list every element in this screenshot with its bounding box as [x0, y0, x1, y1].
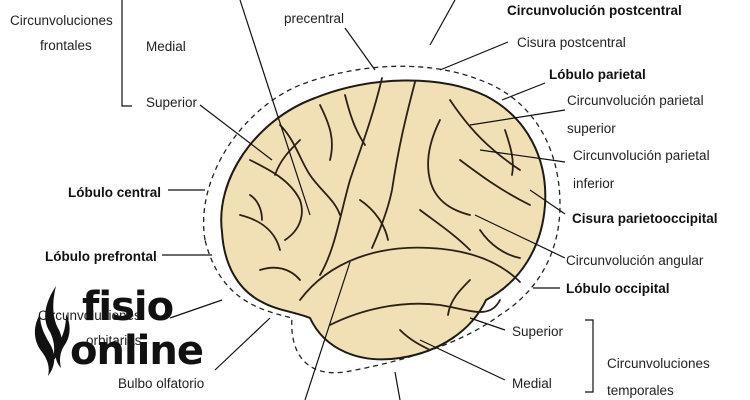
label-lobulo-occipital: Lóbulo occipital — [566, 281, 670, 296]
label-circunvolucion-parietal-superior-1: Circunvolución parietal — [567, 93, 704, 108]
logo-word-online: online — [70, 328, 204, 374]
label-cisura-postcentral: Cisura postcentral — [517, 35, 626, 50]
label-circunvoluciones-temporales-2: temporales — [607, 383, 674, 398]
label-circunvolucion-postcentral: Circunvolución postcentral — [507, 3, 682, 18]
fisio-online-logo: fisio online — [26, 284, 236, 384]
label-lobulo-parietal: Lóbulo parietal — [549, 67, 646, 82]
brain-sulci — [239, 77, 531, 351]
label-circunvoluciones-frontales-2: frontales — [40, 38, 92, 53]
label-circunvolucion-parietal-inferior-1: Circunvolución parietal — [573, 148, 710, 163]
label-circunvoluciones-orbitarias-2: orbitarias — [86, 333, 142, 348]
label-circunvolucion-angular: Circunvolución angular — [566, 253, 704, 268]
label-circunvoluciones-temporales-1: Circunvoluciones — [607, 356, 710, 371]
label-circunvolucion-parietal-superior-2: superior — [567, 121, 616, 136]
label-circunvolucion-parietal-inferior-2: inferior — [573, 176, 615, 191]
label-superior-bottom: Superior — [512, 324, 564, 339]
label-medial-bottom: Medial — [512, 376, 552, 391]
label-bulbo-olfatorio: Bulbo olfatorio — [118, 376, 205, 391]
pointer-lines — [121, 0, 594, 400]
label-circunvoluciones-orbitarias-1: Circunvoluciones — [38, 308, 141, 323]
label-medial-top: Medial — [146, 39, 186, 54]
label-cisura-parietooccipital: Cisura parietooccipital — [572, 211, 718, 226]
label-circunvoluciones-frontales-1: Circunvoluciones — [10, 13, 113, 28]
label-precentral: precentral — [284, 11, 345, 26]
label-lobulo-prefrontal: Lóbulo prefrontal — [45, 249, 157, 264]
label-lobulo-central: Lóbulo central — [68, 185, 162, 200]
label-superior-top: Superior — [146, 95, 198, 110]
logo-word-fisio: fisio — [82, 284, 174, 330]
flame-icon — [34, 286, 70, 376]
